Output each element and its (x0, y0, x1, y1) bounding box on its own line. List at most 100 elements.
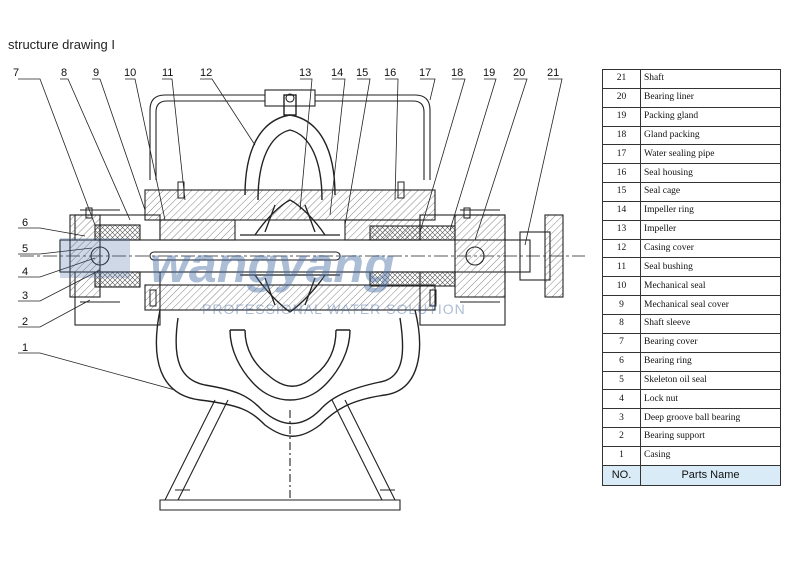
callout-8: 8 (61, 67, 67, 79)
callout-2: 2 (22, 316, 28, 328)
part-number: 19 (602, 106, 641, 127)
callout-4: 4 (22, 266, 28, 278)
part-name: Seal housing (640, 163, 781, 184)
part-number: 16 (602, 163, 641, 184)
part-name: Casing (640, 445, 781, 466)
callout-3: 3 (22, 290, 28, 302)
shaft (20, 214, 585, 298)
part-number: 10 (602, 276, 641, 297)
part-name: Impeller (640, 219, 781, 240)
callout-21: 21 (547, 67, 559, 79)
part-name: Casing cover (640, 238, 781, 259)
callouts-left: 6 5 4 3 2 1 (22, 217, 28, 354)
part-name: Shaft (640, 69, 781, 89)
part-number: 1 (602, 445, 641, 466)
watermark: wangyang PROFESSIONAL WATER SOLUTION (60, 237, 466, 317)
bolts (85, 181, 471, 307)
part-number: 14 (602, 200, 641, 221)
part-number: 7 (602, 332, 641, 353)
callout-15: 15 (356, 67, 368, 79)
callout-10: 10 (124, 67, 136, 79)
callout-9: 9 (93, 67, 99, 79)
part-number: 21 (602, 69, 641, 89)
part-number: 17 (602, 144, 641, 165)
callouts-top: 7 8 9 10 11 12 13 14 15 16 17 18 19 20 2… (13, 67, 559, 79)
callout-12: 12 (200, 67, 212, 79)
water-sealing-pipe (149, 89, 431, 180)
part-number: 8 (602, 313, 641, 334)
part-name: Shaft sleeve (640, 313, 781, 334)
part-name: Water sealing pipe (640, 144, 781, 165)
part-number: 13 (602, 219, 641, 240)
callout-19: 19 (483, 67, 495, 79)
callout-18: 18 (451, 67, 463, 79)
callout-5: 5 (22, 243, 28, 255)
callout-20: 20 (513, 67, 525, 79)
part-number: 2 (602, 427, 641, 447)
casing-body (74, 189, 506, 326)
casing-volute (155, 309, 421, 437)
part-name: Deep groove ball bearing (640, 408, 781, 429)
callout-6: 6 (22, 217, 28, 229)
callout-leaders (18, 78, 563, 391)
header-no: NO. (602, 464, 641, 486)
part-name: Skeleton oil seal (640, 370, 781, 391)
part-name: Mechanical seal (640, 276, 781, 297)
part-number: 6 (602, 351, 641, 372)
part-number: 18 (602, 125, 641, 146)
part-name: Gland packing (640, 125, 781, 146)
part-number: 20 (602, 87, 641, 108)
part-number: 9 (602, 295, 641, 315)
callout-1: 1 (22, 342, 28, 354)
part-number: 12 (602, 238, 641, 259)
part-name: Impeller ring (640, 200, 781, 221)
part-name: Bearing liner (640, 87, 781, 108)
callout-17: 17 (419, 67, 431, 79)
part-number: 3 (602, 408, 641, 429)
part-number: 5 (602, 370, 641, 391)
casing-cover (244, 94, 336, 201)
callout-7: 7 (13, 67, 19, 79)
watermark-logo-mark (60, 238, 130, 278)
part-name: Bearing ring (640, 351, 781, 372)
callout-14: 14 (331, 67, 343, 79)
header-parts-name: Parts Name (640, 464, 781, 486)
parts-table-header: NO.Parts Name (602, 464, 781, 486)
part-number: 11 (602, 257, 641, 278)
callout-13: 13 (299, 67, 311, 79)
part-name: Bearing support (640, 427, 781, 447)
support-base (159, 399, 401, 511)
part-name: Seal cage (640, 182, 781, 202)
part-name: Mechanical seal cover (640, 295, 781, 315)
seal-packing-regions (94, 219, 456, 288)
watermark-brand: wangyang (150, 237, 394, 293)
drawing-title: structure drawing I (8, 37, 115, 52)
callout-11: 11 (162, 67, 173, 79)
part-name: Seal bushing (640, 257, 781, 278)
watermark-tagline: PROFESSIONAL WATER SOLUTION (202, 301, 466, 317)
impeller-section (240, 199, 340, 313)
callout-16: 16 (384, 67, 396, 79)
